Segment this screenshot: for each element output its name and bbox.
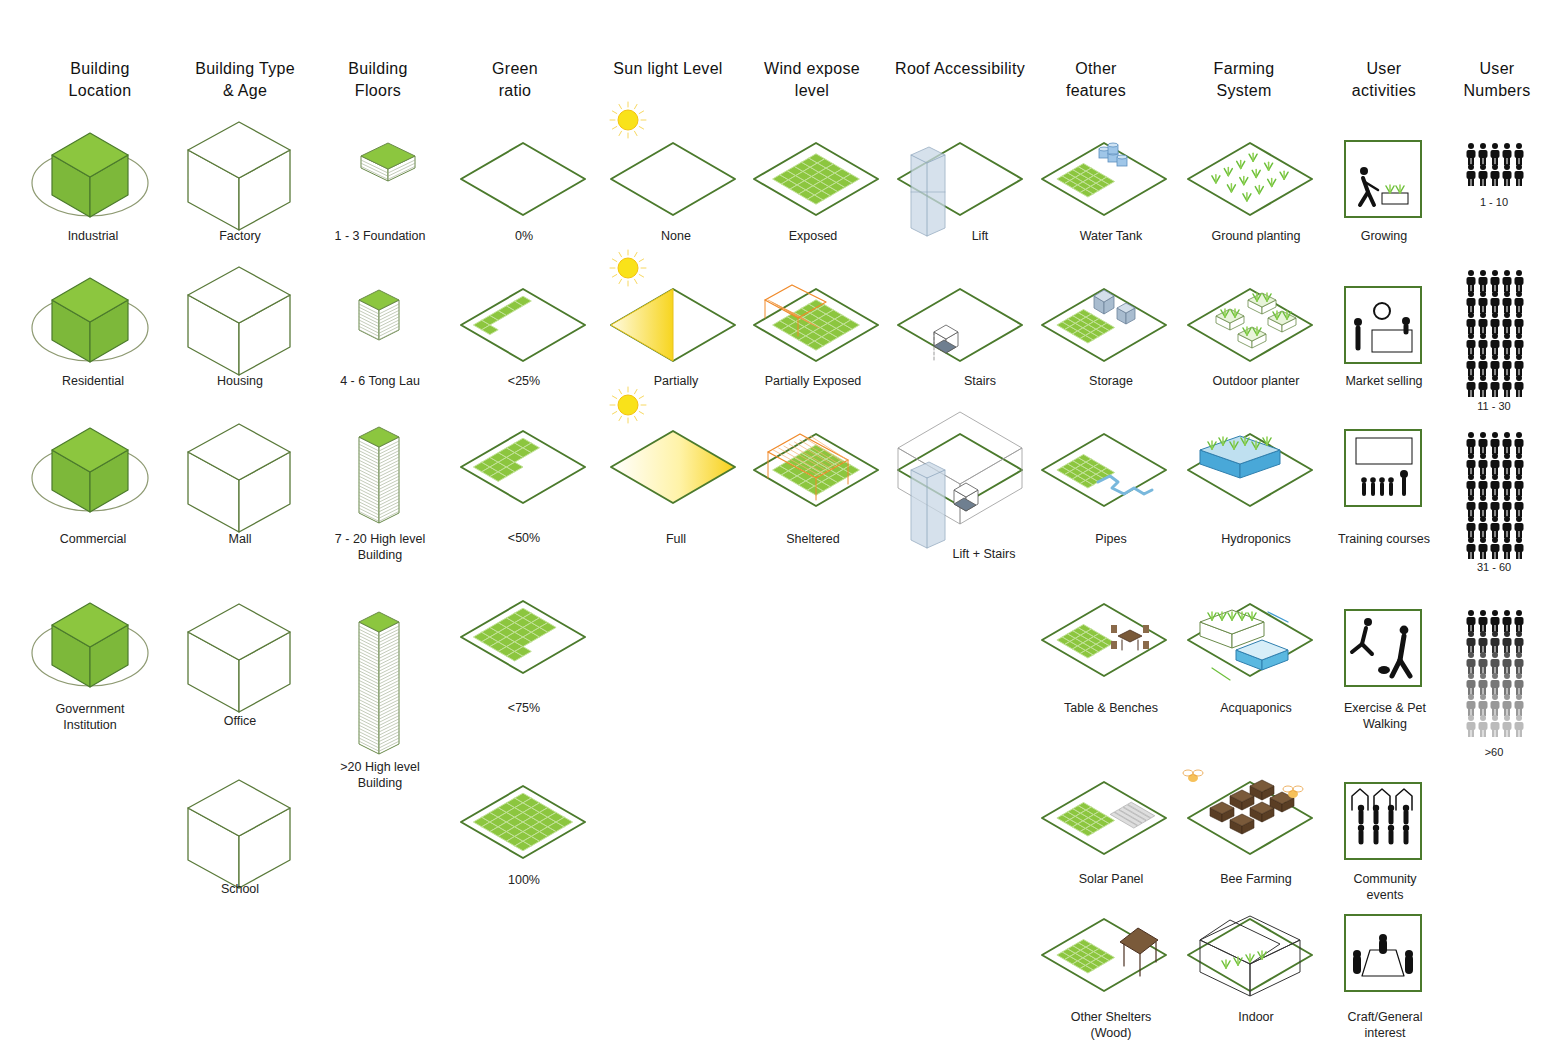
option-label: Lift + Stairs	[939, 546, 1029, 562]
option-label: Water Tank	[1046, 228, 1176, 244]
option-label: Commercial	[28, 531, 158, 547]
option-label: 1 - 3 Foundation	[315, 228, 445, 244]
option-label: 4 - 6 Tong Lau	[315, 373, 445, 389]
option-label: Mall	[175, 531, 305, 547]
option-label: Hydroponics	[1191, 531, 1321, 547]
option-label: Growing	[1319, 228, 1449, 244]
option-label: Market selling	[1319, 373, 1449, 389]
option-label: Indoor	[1191, 1009, 1321, 1025]
option-label: Bee Farming	[1191, 871, 1321, 887]
column-header: Roof Accessibility	[895, 58, 1025, 80]
option-label: Solar Panel	[1046, 871, 1176, 887]
option-label: <25%	[474, 373, 574, 389]
column-header: User Numbers	[1452, 58, 1542, 101]
option-label: 31 - 60	[1459, 560, 1529, 574]
option-label: <50%	[474, 530, 574, 546]
option-label: Full	[626, 531, 726, 547]
option-label: Partially	[626, 373, 726, 389]
option-label: None	[626, 228, 726, 244]
column-header: Building Type & Age	[190, 58, 300, 101]
column-header: Farming System	[1194, 58, 1294, 101]
option-label: 7 - 20 High level Building	[318, 531, 443, 564]
option-label: Exposed	[748, 228, 878, 244]
option-label: Stairs	[940, 373, 1020, 389]
option-label: 100%	[474, 872, 574, 888]
column-header: Sun light Level	[613, 58, 723, 80]
option-label: Government Institution	[38, 701, 143, 734]
option-label: Office	[175, 713, 305, 729]
column-header: Wind expose level	[752, 58, 872, 101]
option-label: Lift	[940, 228, 1020, 244]
option-label: Housing	[175, 373, 305, 389]
option-label: Table & Benches	[1046, 700, 1176, 716]
option-label: 11 - 30	[1459, 399, 1529, 413]
option-label: Sheltered	[748, 531, 878, 547]
option-label: School	[175, 881, 305, 897]
option-label: <75%	[474, 700, 574, 716]
column-header: User activities	[1334, 58, 1434, 101]
option-label: Acquaponics	[1191, 700, 1321, 716]
option-label: >60	[1459, 745, 1529, 759]
option-label: Partially Exposed	[743, 373, 883, 389]
option-label: Storage	[1046, 373, 1176, 389]
option-label: Other Shelters (Wood)	[1059, 1009, 1164, 1042]
option-label: Factory	[175, 228, 305, 244]
option-label: Pipes	[1046, 531, 1176, 547]
column-header: Green ratio	[485, 58, 545, 101]
option-label: Training courses	[1319, 531, 1449, 547]
option-label: Ground planting	[1191, 228, 1321, 244]
option-label: >20 High level Building	[325, 759, 435, 792]
option-label: Residential	[28, 373, 158, 389]
option-label: Craft/General interest	[1330, 1009, 1440, 1042]
column-header: Building Floors	[328, 58, 428, 101]
column-header: Other features	[1051, 58, 1141, 101]
option-label: Industrial	[28, 228, 158, 244]
option-label: 1 - 10	[1459, 195, 1529, 209]
option-label: Exercise & Pet Walking	[1330, 700, 1440, 733]
option-label: 0%	[474, 228, 574, 244]
column-header: Building Location	[45, 58, 155, 101]
option-label: Outdoor planter	[1191, 373, 1321, 389]
option-label: Community events	[1340, 871, 1430, 904]
